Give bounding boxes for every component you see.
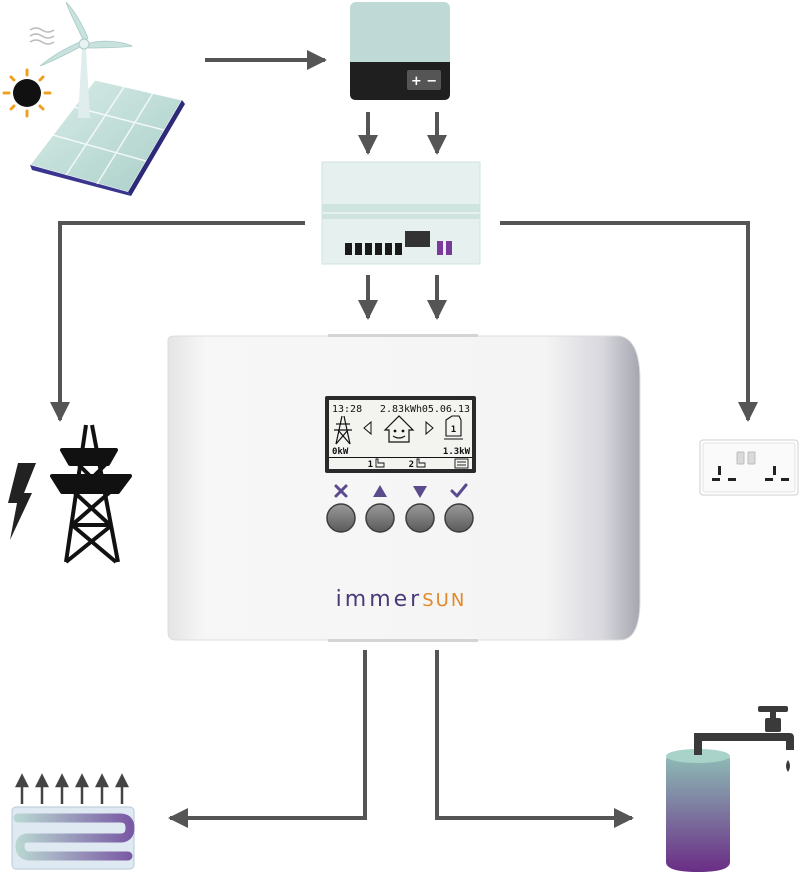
flow-arrows [50, 50, 758, 828]
lcd-left-arrow-icon [363, 420, 372, 436]
lightning-icon [8, 463, 36, 540]
arrow-controller-to-heating [168, 650, 367, 828]
arrow-consumer-to-grid [50, 221, 305, 422]
solar-panel-icon [29, 79, 185, 196]
cancel-button[interactable] [326, 503, 356, 533]
brand-logo: immerSUN [336, 587, 467, 612]
inverter-polarity-label: + − [411, 74, 437, 89]
brand-part1: immer [336, 587, 423, 612]
wind-turbine-icon [29, 1, 134, 118]
lcd-right-arrow-icon [425, 420, 434, 436]
cancel-symbol-icon [334, 484, 348, 498]
sun-icon [2, 68, 52, 118]
display-grid-power: 0kW [332, 447, 349, 457]
confirm-button[interactable] [444, 503, 474, 533]
lcd-house-smiley-icon [383, 415, 415, 443]
display-date: 05.06.13 [422, 404, 470, 415]
up-button[interactable] [365, 503, 395, 533]
lcd-pylon-icon [334, 415, 352, 445]
lcd-display: 13:28 2.83kWh 05.06.13 0kW [325, 396, 476, 473]
lcd-hand-icon [416, 458, 426, 468]
down-symbol-icon [413, 486, 427, 498]
lcd-load-icon [444, 415, 463, 440]
consumer-unit-icon [321, 161, 481, 265]
display-time: 13:28 [332, 404, 362, 415]
down-button[interactable] [405, 503, 435, 533]
display-load-number: 1 [451, 425, 456, 435]
tap-icon [694, 706, 794, 772]
display-output2: 2 [409, 460, 414, 470]
pylon-icon [50, 424, 132, 564]
display-load-power: 1.3kW [443, 447, 471, 457]
display-output1: 1 [368, 460, 373, 470]
underfloor-heating-icon [11, 773, 135, 870]
hot-water-cylinder-icon [666, 749, 730, 872]
arrow-controller-to-cylinder [435, 650, 634, 828]
check-symbol-icon [450, 483, 468, 498]
wall-socket-icon [699, 439, 799, 496]
arrow-consumer-to-socket [500, 221, 758, 422]
brand-part2: SUN [422, 590, 466, 611]
up-symbol-icon [373, 485, 387, 497]
display-energy: 2.83kWh [380, 404, 422, 415]
inverter-icon: + − [350, 2, 450, 100]
immersun-controller: 13:28 2.83kWh 05.06.13 0kW [167, 334, 641, 642]
lcd-hand-icon [375, 458, 385, 468]
lcd-menu-icon [454, 458, 469, 469]
